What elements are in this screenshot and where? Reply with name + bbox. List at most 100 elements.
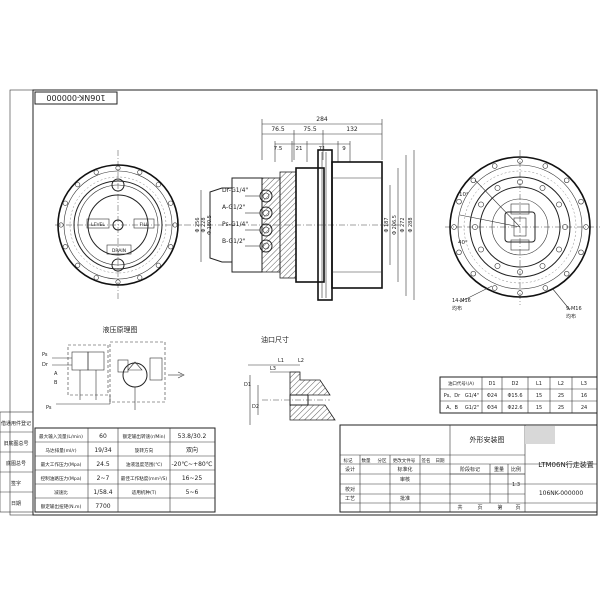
front-bolt-hole <box>115 165 121 171</box>
product-name: LTM06N行走装置 <box>538 460 593 469</box>
dim-front-180: Φ 180.5 <box>207 215 213 235</box>
role-review: 审核 <box>400 476 410 483</box>
dim-dia-288: Φ 288 <box>408 217 414 232</box>
hyd-label-a: A <box>54 371 58 377</box>
rear-bolt-hole <box>563 177 570 184</box>
top-drawing-no: 106NK-000000 <box>46 93 105 102</box>
angle-10: 10° <box>459 192 469 198</box>
spec-cell: 控制油路压力(Mpa) <box>41 475 82 482</box>
dim-sub-4: 9 <box>342 146 346 152</box>
rear-inner-bolt-hole <box>472 224 478 230</box>
port-b: B-G1/2" <box>222 238 246 245</box>
spec-cell: 16~25 <box>182 475 202 482</box>
bolt-note-2: 9-M16 <box>566 306 582 312</box>
inner-frame <box>32 89 598 516</box>
rear-bolt-hole <box>517 290 523 296</box>
port-row1-d2: Φ15.6 <box>507 393 522 399</box>
spec-cell: 24.5 <box>96 461 110 468</box>
bolt-sub-1: 均布 <box>452 305 462 312</box>
port-row2-l3: 24 <box>581 405 587 411</box>
front-bolt-hole <box>155 262 161 268</box>
spec-cell: 最大工作压力(Mpa) <box>41 461 82 468</box>
strip-0: 借通用件登记 <box>1 420 31 427</box>
rear-bolt-holes <box>451 158 589 296</box>
hyd-label-ps: Ps <box>42 352 48 358</box>
port-row1-d1: Φ24 <box>487 393 497 399</box>
rev-h4: 签名 <box>422 457 431 464</box>
rear-inner-bolt-hole <box>494 185 501 191</box>
left-strip <box>0 411 34 513</box>
port-size-title: 油口尺寸 <box>261 335 289 344</box>
side-view <box>185 119 415 301</box>
port-dr: Dr-G1/4" <box>222 187 248 194</box>
front-bolt-hole <box>93 275 99 281</box>
dim-front-256: Φ 256 <box>195 217 201 232</box>
port-row1-l1: 15 <box>536 393 542 399</box>
spec-cell: 5~6 <box>186 489 199 496</box>
dim-overall: 284 <box>316 116 328 123</box>
spec-cell: 额定输出扭矩(N.m) <box>41 503 82 510</box>
stage-h2: 比例 <box>511 466 521 473</box>
port-table-h2: D2 <box>511 381 518 387</box>
spec-cell: 最大输入流量(L/min) <box>39 433 83 440</box>
hyd-label-ps2: Ps <box>46 405 52 411</box>
rear-bolt-hole <box>451 224 457 230</box>
front-bolt-hole <box>168 244 174 250</box>
rear-bolt-hole <box>517 158 523 164</box>
front-bolt-hole <box>62 244 68 250</box>
rev-h1: 数量 <box>362 457 371 464</box>
role-check: 校对 <box>345 486 355 493</box>
front-bolt-hole <box>115 279 121 285</box>
rear-bolt-hole <box>542 163 548 169</box>
rear-view <box>445 150 600 311</box>
hyd-label-b: B <box>54 380 58 386</box>
hyd-label-dr: Dr <box>42 362 49 368</box>
rear-inner-bolt-hole <box>494 263 501 269</box>
port-dim-l2: L2 <box>298 358 304 364</box>
rear-inner-bolt-hole <box>556 246 562 253</box>
port-row2-d2: Φ22.6 <box>507 405 522 411</box>
dim-sub-2: 21 <box>296 146 303 152</box>
port-table-h4: L2 <box>558 381 564 387</box>
port-row1-l2: 25 <box>558 393 564 399</box>
rear-inner-bolt-hole <box>539 263 546 269</box>
port-table-h5: L3 <box>581 381 587 387</box>
sheet-l1: 页 <box>477 505 482 511</box>
front-bolt-hole <box>137 169 143 175</box>
port-table-h1: D1 <box>488 381 495 387</box>
rear-bolt-hole <box>470 177 476 184</box>
rev-h3: 更改文件号 <box>393 457 416 464</box>
hydraulic-diagram <box>52 341 185 410</box>
rear-bolt-hole <box>542 285 548 291</box>
hydraulic-title: 液压原理图 <box>103 325 138 334</box>
front-bolt-hole <box>58 222 64 228</box>
strip-1: 旧底图总号 <box>3 440 28 447</box>
spec-cell: 19/34 <box>94 447 111 454</box>
port-row2-thread: G1/2" <box>465 405 479 411</box>
rear-bolt-hole <box>456 199 462 205</box>
dim-seg-1: 76.5 <box>271 126 285 133</box>
front-view <box>55 150 185 300</box>
port-row2-l2: 25 <box>558 405 564 411</box>
rear-inner-bolt-hole <box>517 179 523 185</box>
role-standard: 标准化 <box>397 466 412 473</box>
front-bolt-hole <box>75 262 81 268</box>
dim-sub-1: 7.5 <box>274 146 283 152</box>
rear-bolt-hole <box>578 199 584 205</box>
front-bolt-holes <box>58 165 178 285</box>
fill-label: FILL <box>140 222 149 228</box>
port-row2-d1: Φ34 <box>487 405 497 411</box>
angle-40: 40° <box>458 240 468 246</box>
view-title: 外形安装图 <box>470 435 505 444</box>
port-row2-code: A、B <box>446 405 458 411</box>
title-block <box>339 424 598 513</box>
front-bolt-hole <box>155 182 161 188</box>
spec-cell: 1/58.4 <box>93 489 112 496</box>
port-table-h0: 油口代号\(A) <box>448 380 474 387</box>
port-table-h3: L1 <box>536 381 542 387</box>
rev-h2: 分区 <box>378 457 387 464</box>
spec-table <box>34 427 216 513</box>
port-row2-l1: 15 <box>536 405 542 411</box>
